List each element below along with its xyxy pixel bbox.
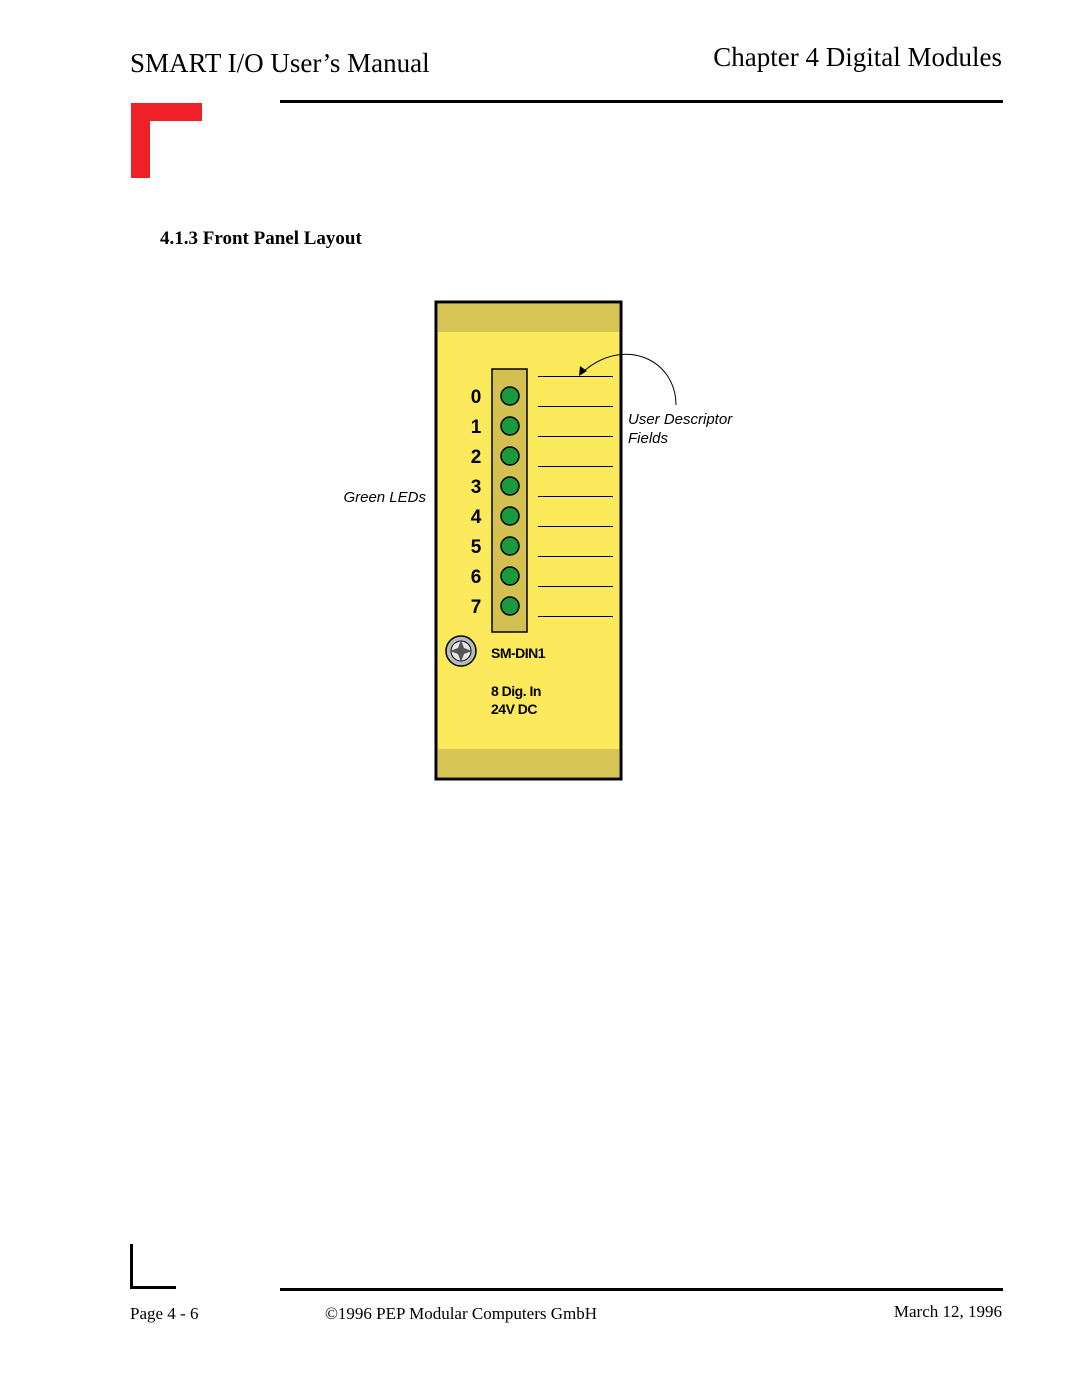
channel-number: 7 (471, 597, 482, 618)
channel-number: 1 (471, 417, 482, 438)
chapter-title: Chapter 4 Digital Modules (713, 42, 1002, 72)
channel-number: 0 (471, 387, 482, 408)
header-rule (280, 100, 1003, 103)
footer-rule (280, 1288, 1003, 1291)
copyright: ©1996 PEP Modular Computers GmbH (325, 1304, 598, 1323)
red-corner-mark (131, 103, 202, 178)
green-led-icon (500, 416, 520, 436)
arrowhead-icon (579, 366, 587, 376)
channel-number: 6 (471, 567, 482, 588)
module-name: SM-DIN1 (491, 645, 546, 661)
descriptor-arrow (583, 353, 677, 406)
channel-number: 4 (471, 507, 482, 528)
channel-number: 5 (471, 537, 482, 558)
green-led-icon (500, 476, 520, 496)
channel-number: 3 (471, 477, 482, 498)
manual-title: SMART I/O User’s Manual (130, 48, 430, 78)
page-number: Page 4 - 6 (130, 1304, 199, 1323)
channel-number: 2 (471, 447, 482, 468)
user-descriptor-label-line2: Fields (628, 430, 669, 447)
front-panel-figure: 0 1 2 3 4 5 6 7 SM-DIN1 8 Dig. In 24V DC Green … (343, 300, 733, 781)
green-led-icon (500, 446, 520, 466)
module-desc-line1: 8 Dig. In (491, 683, 541, 699)
module-desc-line2: 24V DC (491, 701, 537, 717)
green-led-icon (500, 566, 520, 586)
footer-date: March 12, 1996 (893, 1302, 1002, 1321)
green-leds-label: Green LEDs (343, 489, 426, 506)
footer-corner-mark-vertical (130, 1244, 133, 1288)
module-panel (434, 300, 623, 781)
section-heading: 4.1.3 Front Panel Layout (160, 228, 362, 249)
green-led-icon (500, 536, 520, 556)
channel-rows: 0 1 2 3 4 5 6 7 (471, 376, 613, 618)
green-led-icon (500, 596, 520, 616)
green-led-icon (500, 506, 520, 526)
user-descriptor-label-line1: User Descriptor (628, 411, 733, 428)
led-strip (491, 368, 528, 633)
footer-corner-mark-horizontal (130, 1286, 176, 1289)
green-led-icon (500, 386, 520, 406)
screw-icon (445, 635, 477, 667)
panel-bottom-band (438, 749, 619, 777)
panel-top-band (438, 304, 619, 332)
